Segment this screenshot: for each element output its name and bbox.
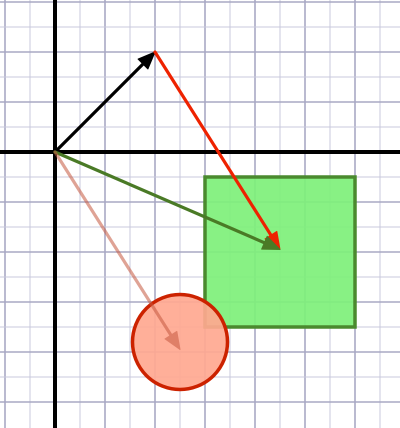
green-square (203, 175, 357, 329)
vector-green-shaft (53, 150, 268, 246)
shapes-layer (130, 175, 357, 392)
vector-faded-red-shaft (53, 150, 174, 339)
vector-green (53, 150, 281, 250)
red-circle (130, 292, 230, 392)
vector-black-shaft (53, 61, 146, 154)
vector-faded-red-arrowhead (164, 330, 181, 350)
vector-black-arrowhead (137, 51, 156, 70)
vector-green-arrowhead (261, 235, 281, 250)
vectors-layer (53, 50, 281, 350)
vector-faded-red (53, 150, 181, 350)
vector-black (53, 51, 156, 154)
vector-red-shaft (153, 50, 274, 239)
